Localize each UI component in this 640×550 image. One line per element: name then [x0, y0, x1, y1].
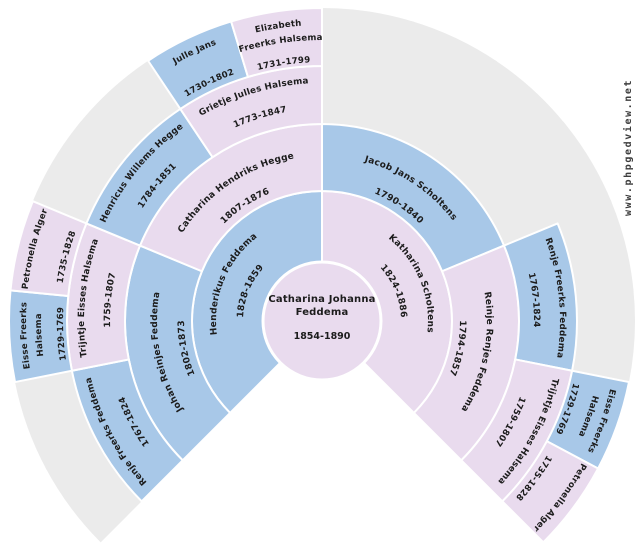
- fan-segment-p29-empty: [572, 288, 636, 383]
- watermark-text: www.phpgedview.net: [622, 79, 634, 216]
- center-person-dates: 1854-1890: [294, 331, 351, 342]
- fan-segment-p19[interactable]: [9, 200, 88, 298]
- empty-ancestor-area: [15, 8, 636, 543]
- center-person-circle: [261, 260, 383, 382]
- fan-segment-p28-empty: [557, 199, 634, 298]
- fan-segment-p16-empty: [45, 440, 142, 543]
- fan-segment-p12-empty: [322, 65, 466, 158]
- fan-segment-p26-empty: [462, 59, 565, 161]
- fan-segment-p31[interactable]: [501, 440, 600, 544]
- fan-segment-p27-empty: [517, 121, 612, 225]
- fan-segment-p24-empty: [322, 8, 415, 79]
- fan-segment-p25-empty: [394, 21, 498, 111]
- fan-segment-p20-empty: [32, 121, 126, 224]
- fan-label-p18: 1729-1769: [56, 307, 69, 361]
- fan-segment-p23[interactable]: [230, 7, 323, 78]
- fan-label-p18: Halsema: [34, 313, 46, 357]
- fan-segment-p21-empty: [79, 60, 181, 161]
- fan-segment-p13-empty: [430, 107, 559, 246]
